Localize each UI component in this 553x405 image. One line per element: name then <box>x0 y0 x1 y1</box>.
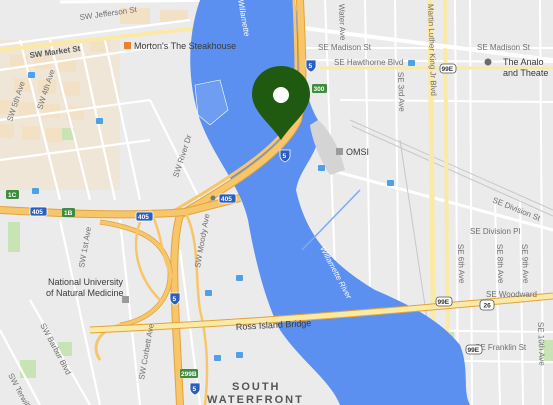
shield-i5-top: 5 <box>305 59 317 73</box>
svg-text:405: 405 <box>221 196 232 203</box>
label-nunm-1: National University <box>48 277 124 287</box>
shield-99e-b: 99E <box>435 296 453 307</box>
label-se-9th: SE 9th Ave <box>520 244 530 284</box>
svg-text:299B: 299B <box>181 371 197 378</box>
omsi-grounds <box>310 120 345 175</box>
transit-markers <box>28 60 415 361</box>
label-se-3rd: SE 3rd Ave <box>396 72 406 113</box>
label-se-woodward: SE Woodward <box>486 290 537 299</box>
label-se-franklin: SE Franklin St <box>475 343 527 352</box>
svg-text:5: 5 <box>193 386 197 393</box>
ross-island-bridge <box>89 292 553 334</box>
theater-icon <box>484 58 492 66</box>
shield-i5-low: 5 <box>169 292 181 306</box>
shield-i405-c: 405 <box>218 193 237 204</box>
svg-text:5: 5 <box>283 153 287 160</box>
label-south-waterfront-2: WATERFRONT <box>207 394 304 405</box>
place-markers <box>122 42 492 303</box>
shield-99e-c: 99E <box>465 344 483 355</box>
svg-text:5: 5 <box>173 296 177 303</box>
highway-shields: 5 5 5 5 405 405 405 26 <box>6 59 495 396</box>
sw-market-arterial <box>0 26 201 52</box>
svg-text:99E: 99E <box>442 66 454 73</box>
restaurant-icon <box>124 42 131 49</box>
label-analog-1: The Analo <box>503 57 544 67</box>
place-labels: Morton's The Steakhouse OMSI The Analo a… <box>46 41 548 405</box>
shield-i5-bottom: 5 <box>189 382 201 396</box>
junction-dot <box>210 195 216 201</box>
label-omsi: OMSI <box>346 147 369 157</box>
map-pin-icon[interactable] <box>252 66 310 140</box>
svg-text:1C: 1C <box>8 192 17 199</box>
svg-text:26: 26 <box>484 303 492 310</box>
interchange-ramps <box>134 209 209 405</box>
pin-hole <box>273 87 289 103</box>
label-water-ave: Water Ave <box>337 4 347 41</box>
label-se-8th: SE 8th Ave <box>495 244 505 284</box>
exit-1c: 1C <box>6 190 19 199</box>
svg-text:99E: 99E <box>468 347 480 354</box>
label-se-madison-b: SE Madison St <box>477 43 531 52</box>
shield-i405-a: 405 <box>29 206 48 217</box>
label-se-10th: SE 10th Ave <box>536 322 547 367</box>
label-mortons: Morton's The Steakhouse <box>134 41 236 51</box>
label-se-6th: SE 6th Ave <box>456 244 466 284</box>
shield-99e-a: 99E <box>439 63 457 74</box>
school-icon <box>122 296 129 303</box>
label-se-hawthorne: SE Hawthorne Blvd <box>334 58 403 67</box>
label-nunm-2: of Natural Medicine <box>46 288 124 298</box>
label-mlk: Martin Luther King Jr Blvd <box>426 4 438 96</box>
svg-text:5: 5 <box>309 63 313 70</box>
river-channel-line <box>301 189 361 251</box>
svg-text:1B: 1B <box>64 210 73 217</box>
svg-text:405: 405 <box>138 214 149 221</box>
svg-text:300: 300 <box>314 86 325 93</box>
label-se-madison-a: SE Madison St <box>318 43 372 52</box>
exit-1b: 1B <box>62 208 75 217</box>
shield-i405-b: 405 <box>135 211 154 222</box>
exit-299b: 299B <box>180 369 198 378</box>
marina <box>194 79 229 126</box>
label-ross-island-bridge: Ross Island Bridge <box>236 318 312 332</box>
label-se-division-pl: SE Division Pl <box>470 227 520 236</box>
label-analog-2: and Theate <box>503 68 548 78</box>
svg-text:405: 405 <box>32 209 43 216</box>
svg-text:99E: 99E <box>438 299 450 306</box>
museum-icon <box>336 148 343 155</box>
label-south-waterfront-1: SOUTH <box>232 381 281 393</box>
exit-300: 300 <box>312 84 327 93</box>
downtown-blocks <box>0 8 188 190</box>
shield-us26: 26 <box>479 299 495 311</box>
shield-i5-mid: 5 <box>279 149 291 163</box>
